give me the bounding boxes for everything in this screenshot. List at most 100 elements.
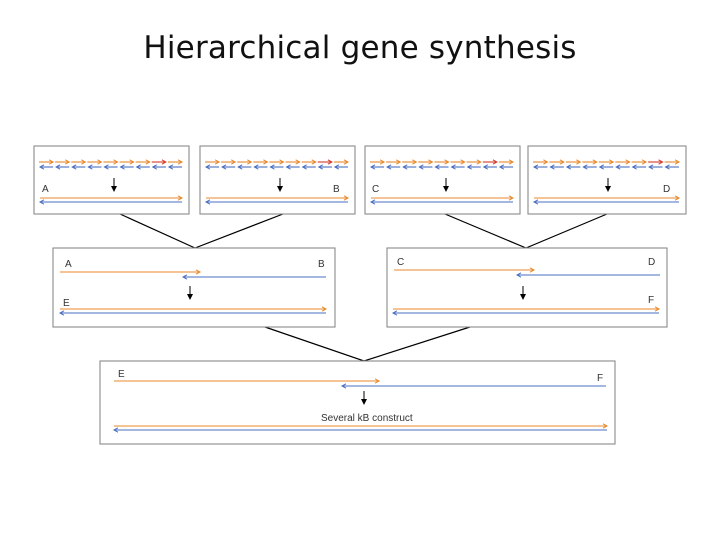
- assembled-fragment: [204, 195, 350, 205]
- arrowhead: [369, 199, 376, 205]
- arrow-tip: [443, 186, 449, 192]
- oligo-arrows: [369, 159, 515, 170]
- fragment-e-arrow: [114, 378, 381, 384]
- arrowhead: [103, 164, 109, 170]
- top-panel-d: D: [527, 145, 687, 215]
- arrowhead: [38, 164, 45, 170]
- full-construct: [112, 423, 609, 433]
- arrowhead: [214, 159, 221, 165]
- arrowhead: [333, 164, 340, 170]
- arrowhead: [48, 159, 55, 165]
- down-arrow-icon: [111, 178, 117, 192]
- arrowhead: [58, 310, 65, 316]
- assembled-fragment-e: [58, 306, 328, 316]
- down-arrow-icon: [187, 286, 193, 300]
- arrowhead: [654, 306, 661, 312]
- arrowhead: [221, 164, 227, 170]
- top-panel-c: C: [364, 145, 521, 215]
- arrowhead: [129, 159, 135, 165]
- arrowhead: [532, 164, 539, 170]
- arrowhead: [460, 159, 466, 165]
- fragment-label-b: B: [318, 259, 325, 270]
- arrowhead: [598, 164, 605, 170]
- arrow-tip: [605, 186, 611, 192]
- arrowhead: [161, 159, 167, 165]
- arrowhead: [592, 159, 598, 165]
- fragment-a-arrow: [60, 269, 202, 275]
- arrowhead: [532, 199, 539, 205]
- construct-assembly-row: E F Several kB construct: [99, 360, 616, 445]
- arrowhead: [177, 159, 184, 165]
- top-panel-a: A: [33, 145, 190, 215]
- arrowhead: [418, 164, 424, 170]
- arrowhead: [508, 195, 515, 201]
- oligo-assembly-row: A B C D: [33, 145, 687, 215]
- assembled-fragment: [532, 195, 681, 205]
- arrowhead: [549, 164, 555, 170]
- fragment-label-f-final: F: [597, 373, 603, 384]
- middle-panel-right: C D F: [386, 247, 668, 328]
- arrowhead: [543, 159, 549, 165]
- arrowhead: [602, 423, 609, 429]
- arrowhead: [402, 164, 408, 170]
- arrowhead: [279, 159, 285, 165]
- panel-label-d: D: [663, 184, 670, 195]
- arrowhead: [112, 427, 119, 433]
- arrowhead: [631, 164, 637, 170]
- arrowhead: [444, 159, 450, 165]
- arrowhead: [301, 164, 307, 170]
- arrowhead: [395, 159, 402, 165]
- arrowhead: [119, 164, 125, 170]
- oligo-arrows: [204, 159, 350, 170]
- arrowhead: [369, 164, 376, 170]
- arrowhead: [343, 195, 350, 201]
- arrowhead: [81, 159, 87, 165]
- arrowhead: [674, 159, 681, 165]
- arrowhead: [559, 159, 565, 165]
- arrowhead: [664, 164, 670, 170]
- arrowhead: [167, 164, 174, 170]
- fragment-label-e-final: E: [118, 369, 125, 380]
- arrowhead: [340, 383, 347, 389]
- arrow-tip: [361, 399, 367, 405]
- arrowhead: [374, 378, 381, 384]
- arrowhead: [529, 267, 536, 273]
- assembled-fragment: [38, 195, 184, 205]
- funnel-connector: [119, 213, 284, 249]
- arrowhead: [321, 306, 328, 312]
- panel-label-c: C: [372, 184, 379, 195]
- oligo-arrows: [38, 159, 184, 170]
- arrowhead: [615, 164, 621, 170]
- arrowhead: [317, 164, 324, 170]
- arrowhead: [269, 164, 275, 170]
- arrowhead: [237, 164, 243, 170]
- arrowhead: [648, 164, 654, 170]
- arrow-tip: [520, 294, 526, 300]
- arrowhead: [263, 159, 269, 165]
- arrowhead: [476, 159, 482, 165]
- arrow-tip: [187, 294, 193, 300]
- arrowhead: [195, 269, 202, 275]
- fragment-c-arrow: [394, 267, 536, 273]
- arrowhead: [565, 164, 572, 170]
- down-arrow-icon: [361, 391, 367, 405]
- fragment-label-d: D: [648, 257, 655, 268]
- slide-title: Hierarchical gene synthesis: [143, 30, 577, 66]
- arrowhead: [177, 195, 184, 201]
- down-arrow-icon: [277, 178, 283, 192]
- result-label: Several kB construct: [321, 413, 413, 424]
- arrow-tip: [277, 186, 283, 192]
- arrowhead: [327, 159, 333, 165]
- down-arrow-icon: [443, 178, 449, 192]
- arrowhead: [641, 159, 648, 165]
- arrowhead: [674, 195, 681, 201]
- assembled-fragment-f: [391, 306, 661, 316]
- arrowhead: [151, 164, 158, 170]
- arrowhead: [466, 164, 472, 170]
- arrowhead: [38, 199, 45, 205]
- arrowhead: [135, 164, 141, 170]
- arrowhead: [204, 199, 211, 205]
- arrowhead: [515, 272, 522, 278]
- fragment-b-arrow: [181, 274, 326, 280]
- fragment-d-arrow: [515, 272, 660, 278]
